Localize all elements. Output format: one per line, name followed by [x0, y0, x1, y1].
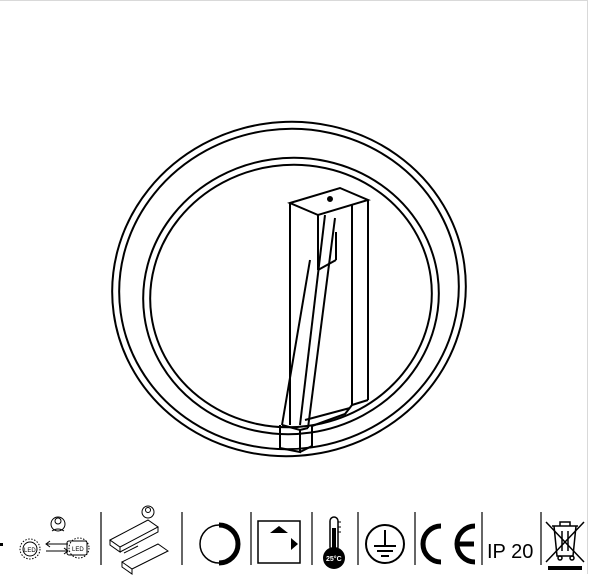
ring-inner: [142, 156, 440, 436]
led-replaceable-icon: [19, 516, 90, 560]
driver-replaceable-icon: [109, 505, 169, 575]
led-label-right: LED: [72, 547, 84, 553]
feature-icons-strip: LED LED 25°C: [0, 505, 585, 575]
ring-outer: [111, 120, 467, 458]
earth-ground-icon: [365, 524, 405, 564]
ip-rating-text: IP 20: [487, 541, 533, 563]
thermometer-icon: [323, 516, 345, 569]
direction-icon: [257, 520, 301, 564]
temperature-label: 25°C: [326, 555, 342, 563]
product-drawing: [111, 120, 467, 458]
diagonal-arm: [279, 214, 353, 454]
edge-marker: [0, 543, 3, 546]
weee-bin-icon: [545, 521, 585, 570]
ce-mark-icon: [420, 523, 476, 565]
led-label-left: LED: [24, 548, 36, 554]
mounting-bracket: [287, 186, 371, 425]
dimmable-icon: [199, 522, 241, 566]
